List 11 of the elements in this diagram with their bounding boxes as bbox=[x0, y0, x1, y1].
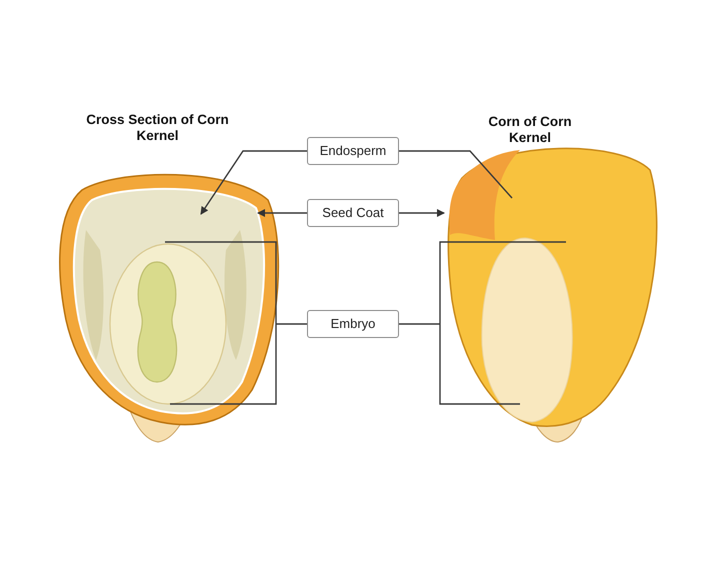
leader-line bbox=[399, 209, 445, 217]
leader-line bbox=[164, 241, 308, 405]
part-label: Embryo bbox=[307, 310, 399, 338]
drawing-title: Corn of Corn Kernel bbox=[487, 114, 573, 146]
leader-line bbox=[257, 209, 307, 217]
part-label: Seed Coat bbox=[307, 199, 399, 227]
leader-line bbox=[200, 150, 307, 215]
drawing-title: Cross Section of Corn Kernel bbox=[85, 112, 230, 144]
leader-line bbox=[398, 241, 567, 405]
leader-line bbox=[399, 150, 513, 198]
part-label: Endosperm bbox=[307, 137, 399, 165]
